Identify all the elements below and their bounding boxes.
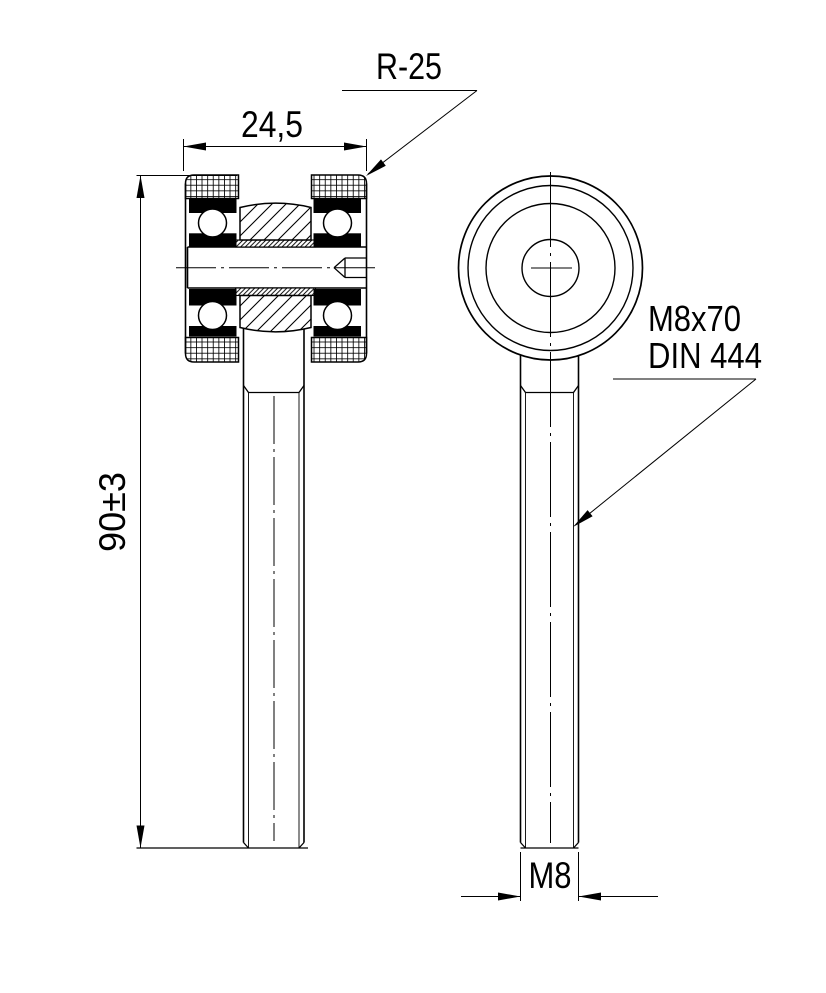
threaded-shank-front <box>242 326 305 849</box>
thread-end-chamfer <box>243 842 249 849</box>
dimension-arrow <box>136 175 145 198</box>
hub-barrel-section <box>239 294 312 333</box>
thread-end-chamfer <box>520 842 526 849</box>
thread-end-chamfer <box>573 842 579 849</box>
thread-spec-callout: M8x70 DIN 444 <box>573 298 762 527</box>
axle-cone-edge <box>333 257 346 269</box>
axle-cone-edge <box>333 267 346 278</box>
thread-spec-line2: DIN 444 <box>648 335 762 376</box>
leader-arrow <box>366 159 386 176</box>
hub-flange-section <box>234 287 317 297</box>
ball-bearings-section <box>189 198 361 337</box>
radius-callout: R-25 <box>342 46 478 176</box>
bearing-ball <box>322 300 353 331</box>
dimension-arrow <box>498 892 521 901</box>
thread-start-chamfer <box>519 385 527 393</box>
thread-end-chamfer <box>298 842 305 849</box>
dimension-arrow <box>136 825 145 848</box>
length-dimension: 90±3 <box>92 175 308 849</box>
knurled-tread-block <box>184 174 240 200</box>
knurled-tread-block <box>310 174 368 200</box>
dimension-arrow <box>578 892 601 901</box>
width-dimension: 24,5 <box>183 104 367 171</box>
thread-spec-line1: M8x70 <box>648 298 741 339</box>
knurled-tread-block <box>310 336 368 363</box>
side-view <box>457 172 644 849</box>
hub-barrel-section <box>239 202 312 241</box>
radius-label: R-25 <box>376 46 442 87</box>
roller-tread-sections <box>184 174 368 363</box>
dimension-arrow <box>183 142 206 151</box>
knurled-tread-block <box>184 336 240 363</box>
bearing-ball <box>322 208 353 238</box>
leader-line <box>575 378 757 525</box>
dimension-arrow <box>344 142 367 151</box>
leader-line <box>367 90 478 175</box>
thread-size-dimension: M8 <box>461 852 658 901</box>
threaded-shank-side <box>519 355 580 849</box>
thread-start-chamfer <box>298 385 305 393</box>
front-section-view <box>176 174 380 849</box>
thread-start-chamfer <box>572 385 580 393</box>
hub-flange-section <box>234 239 317 248</box>
bearing-ball <box>197 208 228 238</box>
length-label: 90±3 <box>92 472 133 552</box>
width-label: 24,5 <box>241 104 303 145</box>
thread-start-chamfer <box>242 385 250 393</box>
thread-label: M8 <box>529 855 572 896</box>
bearing-ball <box>197 300 228 331</box>
leader-arrow <box>573 510 593 527</box>
